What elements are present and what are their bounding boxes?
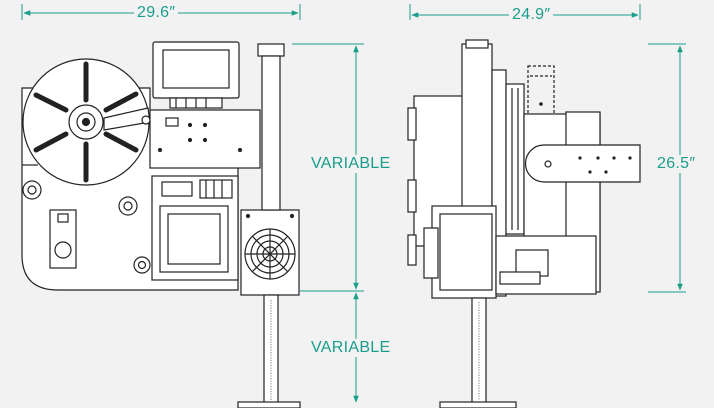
side-view	[407, 39, 641, 408]
side-stand-base	[439, 401, 517, 408]
dimension-variable-lower: VARIABLE	[308, 339, 394, 357]
dimension-front-width: 29.6″	[134, 4, 179, 22]
dimension-side-width: 24.9″	[509, 6, 554, 24]
display-screen	[162, 49, 230, 89]
stand-base	[237, 401, 301, 408]
front-view	[21, 41, 301, 408]
mast-cap	[257, 43, 285, 57]
side-arm	[524, 144, 641, 183]
mast-upper	[261, 55, 281, 211]
dimension-variable-upper: VARIABLE	[308, 155, 394, 173]
dimension-side-height: 26.5″	[654, 155, 699, 173]
